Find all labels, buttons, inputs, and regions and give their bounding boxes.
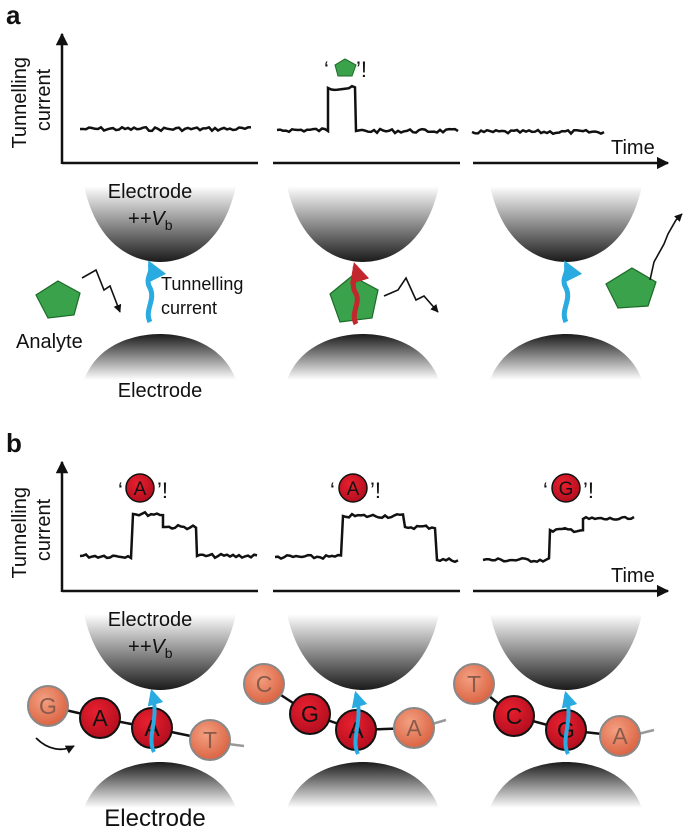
bottom-electrode-label-a: Electrode — [118, 380, 203, 402]
dna-backbone-tail — [227, 742, 245, 748]
svg-text:’!: ’! — [157, 478, 168, 503]
analyte-pentagon-a1 — [35, 280, 81, 319]
current-trace-a1 — [80, 125, 252, 133]
panel-a: a Tunnelling current Time ‘ ’! Electrode… — [6, 0, 683, 402]
svg-text:‘: ‘ — [118, 478, 123, 503]
tunnelling-current-arrow — [561, 690, 578, 755]
tunnelling-current-arrow-a1 — [145, 260, 167, 324]
bottom-electrode-a2 — [287, 334, 439, 380]
bottom-electrode-b2 — [287, 762, 439, 808]
event-quote-close: ’! — [356, 57, 367, 82]
bottom-electrode-a1 — [84, 334, 236, 380]
y-axis-label-b: Tunnelling current — [9, 481, 55, 578]
dna-backbone — [47, 704, 211, 742]
svg-text:’!: ’! — [583, 478, 594, 503]
tunnelling-current-arrow-a3 — [561, 260, 583, 324]
analyte-motion-path-a1 — [81, 268, 122, 313]
base-call-3: ‘ G ’! — [543, 473, 594, 503]
svg-text:‘: ‘ — [543, 478, 548, 503]
bias-voltage-label-a: ++Vb — [128, 208, 173, 233]
nucleotide-letter: G — [301, 701, 319, 727]
bottom-electrode-b1 — [84, 762, 236, 808]
x-axis-label-a: Time — [611, 137, 655, 159]
top-electrode-label-a: Electrode — [108, 181, 193, 203]
bottom-electrode-a3 — [490, 334, 642, 380]
bottom-electrode-b3 — [490, 762, 642, 808]
tunnelling-current-arrow — [351, 690, 368, 755]
y-axis-label-a: Tunnelling current — [9, 51, 55, 148]
nucleotide-letter: A — [612, 723, 628, 749]
top-electrode-a1 — [84, 186, 236, 262]
current-trace-a3 — [471, 128, 605, 136]
top-electrode-b3 — [490, 614, 642, 690]
dna-backbone — [263, 682, 415, 732]
analyte-motion-path-a2 — [383, 276, 439, 313]
base-call-1: ‘ A ’! — [118, 473, 168, 503]
base-call-letter-3: G — [559, 479, 574, 500]
top-electrode-b2 — [287, 614, 439, 690]
nucleotide-letter: G — [39, 693, 57, 719]
nucleotide — [493, 695, 535, 737]
tunnelling-current-arrow-a2 — [350, 262, 370, 326]
panel-a-label: a — [6, 0, 21, 30]
current-trace-b2 — [274, 512, 459, 564]
nucleotide — [453, 663, 495, 705]
event-analyte-icon — [334, 58, 357, 77]
top-electrode-a3 — [490, 186, 642, 262]
top-electrode-a2 — [287, 186, 439, 262]
base-call-letter-1: A — [134, 479, 147, 500]
nucleotide-letter: A — [406, 715, 422, 741]
base-call-nucleotide-2 — [338, 473, 368, 503]
analyte-motion-path-a3 — [649, 213, 683, 281]
nucleotide — [27, 685, 69, 727]
nucleotide-letter: T — [203, 727, 217, 753]
nucleotide — [189, 719, 231, 761]
nucleotide — [393, 707, 435, 749]
base-call-letter-2: A — [347, 479, 360, 500]
current-trace-a2 — [276, 84, 459, 135]
svg-text:‘: ‘ — [330, 478, 335, 503]
top-electrode-label-b: Electrode — [108, 609, 193, 631]
nucleotide-letter: C — [256, 671, 273, 697]
translocation-arrow — [35, 737, 75, 754]
nucleotide-letter: A — [92, 705, 108, 731]
dna-backbone — [473, 683, 621, 738]
nucleotide — [79, 697, 121, 739]
analyte-pentagon-a3 — [605, 267, 657, 309]
nucleotide-letter: C — [506, 703, 523, 729]
base-call-2: ‘ A ’! — [330, 473, 381, 503]
analyte-label: Analyte — [16, 331, 83, 353]
panel-b-label: b — [6, 428, 22, 458]
event-quote-open: ‘ — [324, 57, 329, 82]
tunnelling-current-label: Tunnelling current — [161, 274, 248, 318]
bottom-electrode-label-b: Electrode — [104, 805, 205, 832]
x-axis-label-b: Time — [611, 565, 655, 587]
panel-b: b Tunnelling current Time ‘ A ’! ‘ A ’! … — [6, 428, 670, 832]
nucleotide — [289, 693, 331, 735]
current-trace-b3 — [482, 515, 635, 564]
tunnelling-current-arrow — [147, 688, 164, 753]
nucleotide — [599, 715, 641, 757]
nucleotide — [243, 663, 285, 705]
top-electrode-b1 — [84, 614, 236, 690]
nucleotide-letter: T — [467, 671, 481, 697]
base-call-nucleotide-3 — [551, 473, 581, 503]
bias-voltage-label-b: ++Vb — [128, 636, 173, 661]
svg-text:’!: ’! — [370, 478, 381, 503]
base-call-nucleotide-1 — [125, 473, 155, 503]
current-trace-b1 — [79, 510, 258, 561]
